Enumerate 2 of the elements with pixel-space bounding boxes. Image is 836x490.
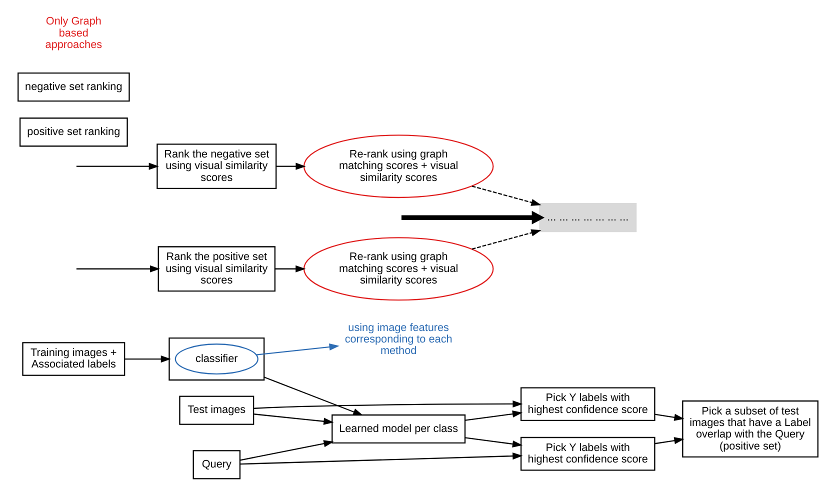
label: Only Graph based approaches [45, 16, 102, 51]
node-text: using image features corresponding to each method [344, 322, 452, 358]
